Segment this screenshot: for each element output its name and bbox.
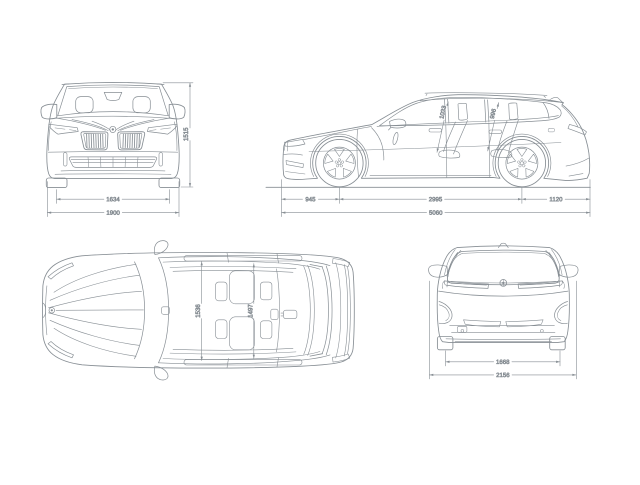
svg-text:1900: 1900 xyxy=(106,211,120,217)
svg-text:1668: 1668 xyxy=(496,360,510,366)
svg-text:996: 996 xyxy=(490,108,498,120)
svg-text:2995: 2995 xyxy=(429,197,443,203)
svg-text:1033: 1033 xyxy=(439,105,448,120)
svg-text:945: 945 xyxy=(305,197,316,203)
svg-text:1536: 1536 xyxy=(196,304,202,318)
svg-text:1497: 1497 xyxy=(248,304,254,318)
svg-text:5060: 5060 xyxy=(429,211,443,217)
svg-text:1120: 1120 xyxy=(549,197,563,203)
svg-text:1515: 1515 xyxy=(184,127,190,141)
svg-text:2156: 2156 xyxy=(496,373,510,379)
svg-text:1634: 1634 xyxy=(106,197,120,203)
